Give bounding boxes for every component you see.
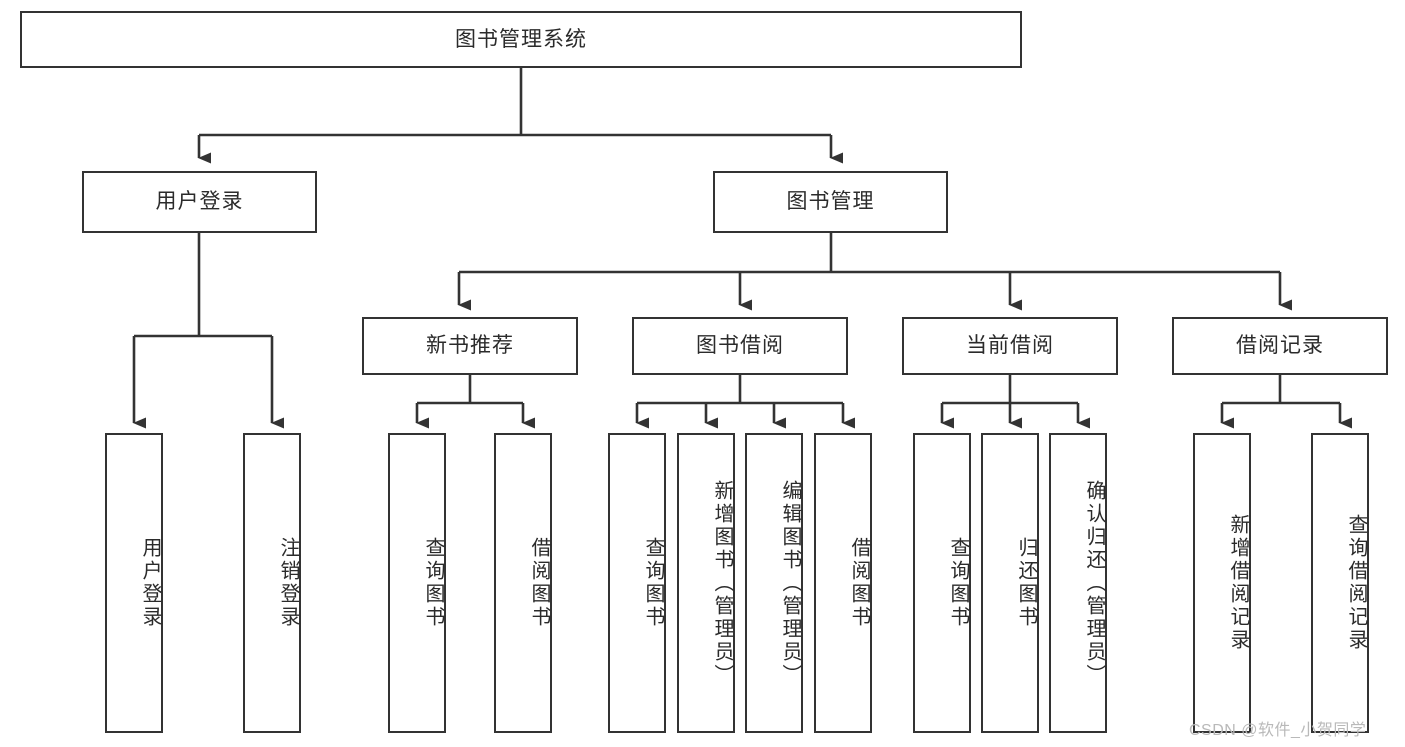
node-label: 注销登录 [277, 537, 299, 629]
node-label: 确认归还（管理员） [1083, 479, 1105, 687]
node-label: 查询图书 [947, 537, 969, 629]
node-current-borrow[interactable]: 当前借阅 [902, 317, 1118, 375]
node-leaf-query-book-1[interactable]: 查询图书 [388, 433, 446, 733]
node-leaf-add-book[interactable]: 新增图书（管理员） [677, 433, 735, 733]
node-leaf-confirm-return[interactable]: 确认归还（管理员） [1049, 433, 1107, 733]
node-leaf-edit-book[interactable]: 编辑图书（管理员） [745, 433, 803, 733]
node-label: 编辑图书（管理员） [779, 479, 801, 687]
node-book-manage[interactable]: 图书管理 [713, 171, 948, 233]
node-leaf-add-record[interactable]: 新增借阅记录 [1193, 433, 1251, 733]
csdn-watermark: CSDN @软件_小贺同学 [1189, 722, 1367, 739]
node-label: 新增借阅记录 [1227, 514, 1249, 652]
node-leaf-borrow-book-2[interactable]: 借阅图书 [814, 433, 872, 733]
node-leaf-query-book-2[interactable]: 查询图书 [608, 433, 666, 733]
node-leaf-user-login[interactable]: 用户登录 [105, 433, 163, 733]
node-label: 新增图书（管理员） [711, 479, 733, 687]
node-leaf-query-book-3[interactable]: 查询图书 [913, 433, 971, 733]
node-label: 借阅图书 [528, 537, 550, 629]
node-label: 归还图书 [1015, 537, 1037, 629]
node-label: 用户登录 [139, 537, 161, 629]
node-label: 借阅图书 [848, 537, 870, 629]
node-borrow-record[interactable]: 借阅记录 [1172, 317, 1388, 375]
node-leaf-user-logout[interactable]: 注销登录 [243, 433, 301, 733]
node-label: 查询图书 [422, 537, 444, 629]
node-leaf-borrow-book-1[interactable]: 借阅图书 [494, 433, 552, 733]
node-new-book-recommend[interactable]: 新书推荐 [362, 317, 578, 375]
node-label: 查询借阅记录 [1345, 514, 1367, 652]
node-leaf-query-record[interactable]: 查询借阅记录 [1311, 433, 1369, 733]
node-user-login[interactable]: 用户登录 [82, 171, 317, 233]
node-root[interactable]: 图书管理系统 [20, 11, 1022, 68]
node-leaf-return-book[interactable]: 归还图书 [981, 433, 1039, 733]
node-label: 查询图书 [642, 537, 664, 629]
node-book-borrow[interactable]: 图书借阅 [632, 317, 848, 375]
